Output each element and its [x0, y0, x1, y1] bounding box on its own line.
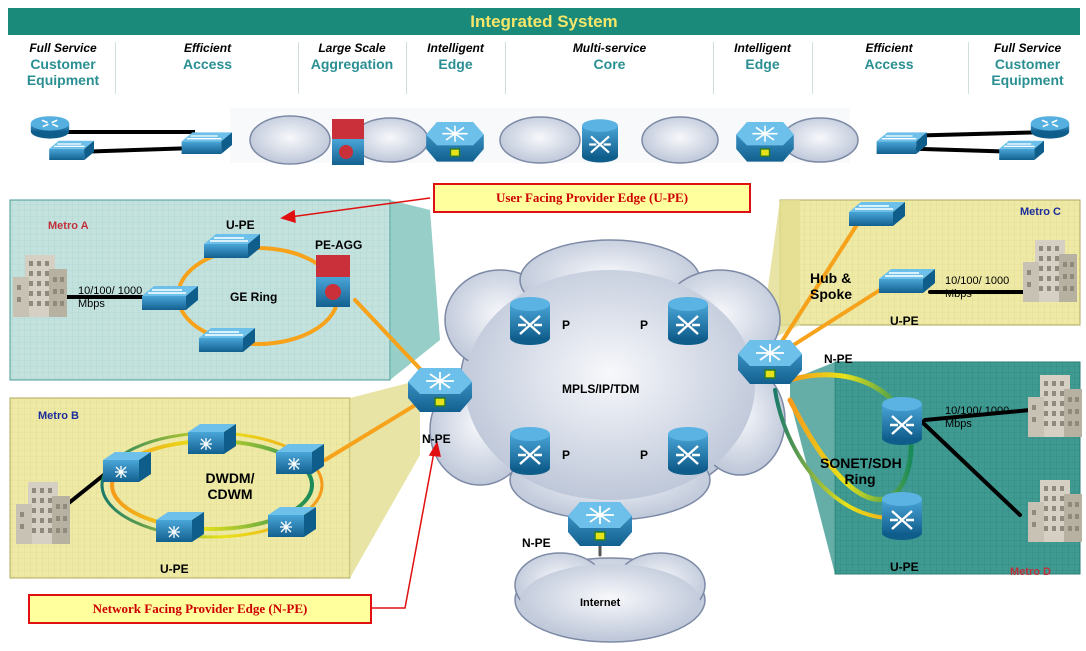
switch-icon: [875, 131, 928, 155]
metro-c-hub-label: Hub & Spoke: [810, 270, 853, 302]
stage-divider: [505, 42, 506, 94]
stage-divider: [406, 42, 407, 94]
multilayer-switch-icon: [332, 119, 364, 165]
stage-divider: [968, 42, 969, 94]
metro-d-ring-label: SONET/SDH Ring: [820, 455, 902, 487]
metro-c-upe-label: U-PE: [890, 314, 919, 328]
mpls-router-icon: [407, 367, 473, 413]
metro-b-title: Metro B: [38, 410, 79, 422]
core-p-label: P: [562, 448, 571, 462]
metro-a-ring-label: GE Ring: [230, 290, 278, 304]
metro-d-title: Metro D: [1010, 566, 1051, 578]
mpls-router-icon: [737, 339, 803, 385]
switch-icon: [48, 140, 95, 161]
top-strip: [29, 108, 1070, 165]
internet-label: Internet: [580, 597, 621, 609]
metro-a-peagg-label: PE-AGG: [315, 238, 363, 252]
npe-right-label: N-PE: [824, 352, 853, 366]
npe-left-label: N-PE: [422, 432, 451, 446]
atm-switch-icon: [880, 395, 924, 447]
mpls-router-icon: [425, 121, 485, 163]
switch-icon: [180, 131, 233, 155]
metro-b-panel: [9, 380, 420, 579]
dwdm-icon: [155, 511, 205, 543]
core-label: MPLS/IP/TDM: [562, 382, 640, 396]
stage-divider: [812, 42, 813, 94]
core-p-label: P: [640, 318, 649, 332]
atm-switch-icon: [580, 118, 620, 164]
switch-icon: [203, 233, 261, 259]
core-p-label: P: [562, 318, 571, 332]
dwdm-icon: [102, 451, 152, 483]
switch-icon: [198, 327, 256, 353]
metro-a-speed-label: 10/100/ 1000 Mbps: [78, 285, 143, 310]
cloud-icon: [249, 115, 859, 165]
switch-icon: [878, 268, 936, 294]
core-p-label: P: [640, 448, 649, 462]
atm-switch-icon: [666, 295, 710, 347]
switch-icon: [998, 140, 1045, 161]
atm-switch-icon: [666, 425, 710, 477]
metro-d-upe-label: U-PE: [890, 560, 919, 574]
dwdm-icon: [187, 423, 237, 455]
metro-d-speed-label: 10/100/ 1000 Mbps: [945, 405, 1010, 430]
metro-c-title: Metro C: [1020, 206, 1061, 218]
atm-switch-icon: [508, 295, 552, 347]
upe-callout: User Facing Provider Edge (U-PE): [433, 183, 751, 213]
metro-c-speed-label: 10/100/ 1000 Mbps: [945, 275, 1010, 300]
switch-icon: [141, 285, 199, 311]
metro-a-title: Metro A: [48, 220, 89, 232]
internet-cloud: [514, 552, 706, 643]
callout-arrows: [280, 197, 441, 609]
npe-callout: Network Facing Provider Edge (N-PE): [28, 594, 372, 624]
router-icon: [1030, 115, 1070, 140]
stage-divider: [298, 42, 299, 94]
dwdm-icon: [275, 443, 325, 475]
metro-a-upe-label: U-PE: [226, 218, 255, 232]
stage-divider: [115, 42, 116, 94]
dwdm-icon: [267, 506, 317, 538]
banner-title: Integrated System: [8, 8, 1080, 35]
mpls-router-icon: [735, 121, 795, 163]
metro-b-upe-label: U-PE: [160, 562, 189, 576]
multilayer-switch-icon: [316, 255, 350, 307]
router-icon: [29, 115, 70, 140]
switch-icon: [848, 201, 906, 227]
stage-divider: [713, 42, 714, 94]
atm-switch-icon: [880, 490, 924, 542]
mpls-router-icon: [567, 501, 633, 547]
mpls-core-cloud: [429, 239, 786, 521]
metro-b-ring-label: DWDM/ CDWM: [205, 470, 255, 502]
atm-switch-icon: [508, 425, 552, 477]
npe-bottom-label: N-PE: [522, 536, 551, 550]
